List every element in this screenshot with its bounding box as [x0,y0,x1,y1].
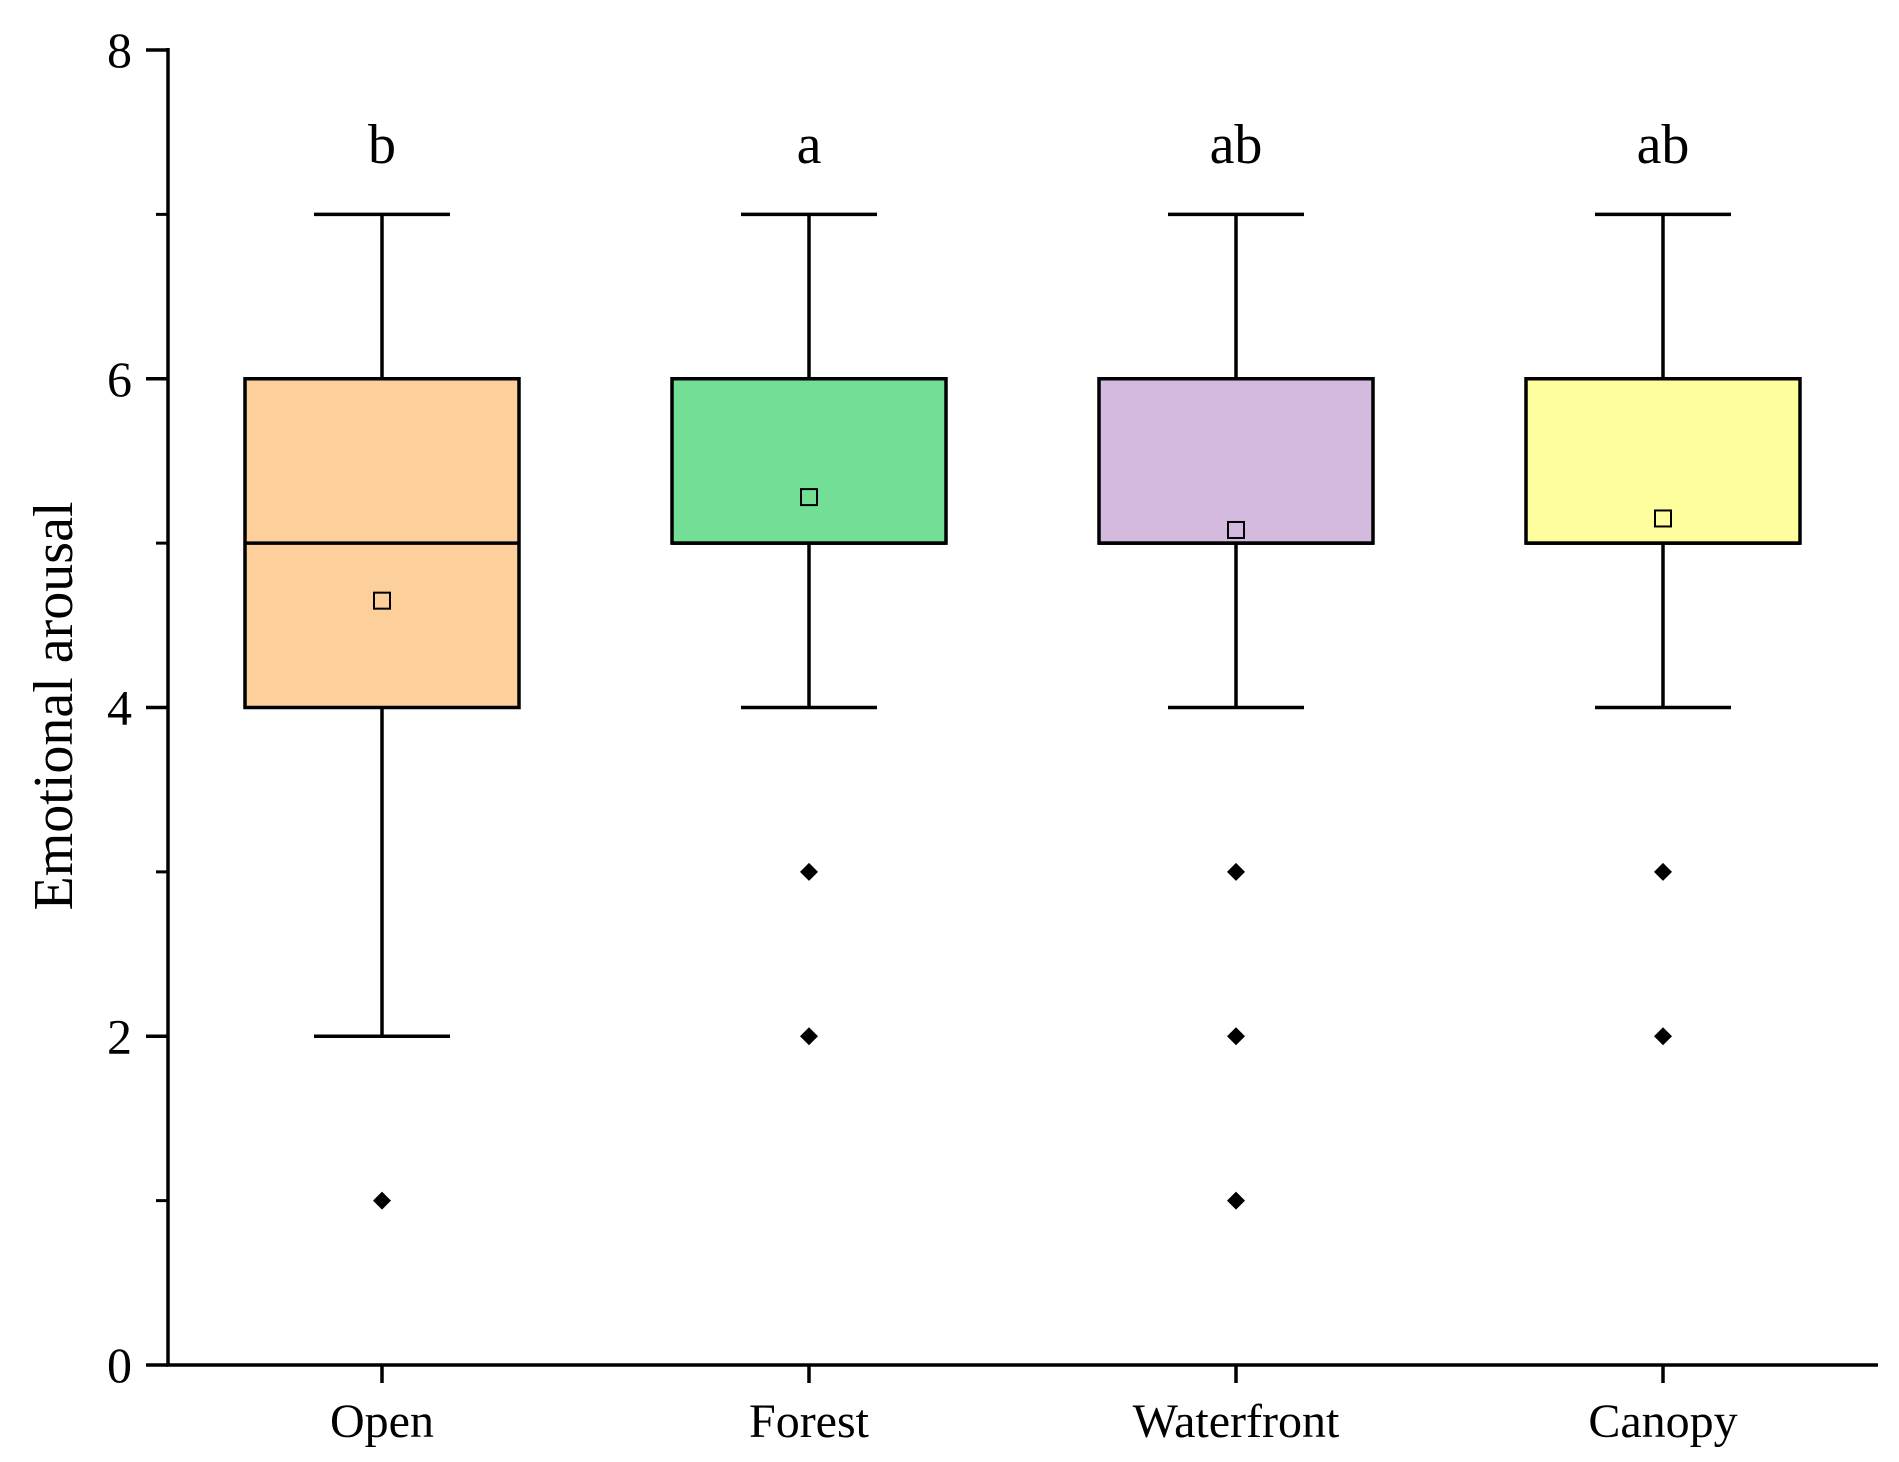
significance-label: a [797,114,822,176]
mean-marker [1227,520,1245,539]
y-tick-label: 8 [107,22,132,78]
iqr-box [1524,377,1802,545]
y-tick-label: 0 [107,1337,132,1393]
box-series [243,212,1802,1210]
box-canopy [1524,212,1802,1046]
axes [146,48,1878,1383]
box-forest [670,212,948,1046]
y-tick-label: 2 [107,1008,132,1064]
box-open [243,212,521,1210]
mean-marker [800,488,818,507]
outlier-point [373,1191,391,1210]
box-waterfront [1097,212,1375,1210]
outlier-point [1227,862,1245,881]
mean-marker [373,591,391,610]
y-tick-label: 6 [107,351,132,407]
outlier-point [1654,1027,1672,1046]
x-tick-label: Forest [749,1395,870,1448]
outlier-point [1227,1027,1245,1046]
x-tick-label: Open [330,1395,434,1448]
y-tick-label: 4 [107,680,132,736]
y-axis-label: Emotional arousal [23,501,85,910]
x-tick-label: Canopy [1588,1395,1737,1448]
significance-label: b [368,114,396,176]
x-tick-label: Waterfront [1133,1395,1340,1448]
outlier-point [800,862,818,881]
iqr-box [670,377,948,545]
iqr-box [1097,377,1375,545]
significance-label: ab [1637,114,1690,176]
outlier-point [800,1027,818,1046]
significance-label: ab [1210,114,1263,176]
outlier-point [1654,862,1672,881]
outlier-point [1227,1191,1245,1210]
mean-marker [1654,509,1672,528]
